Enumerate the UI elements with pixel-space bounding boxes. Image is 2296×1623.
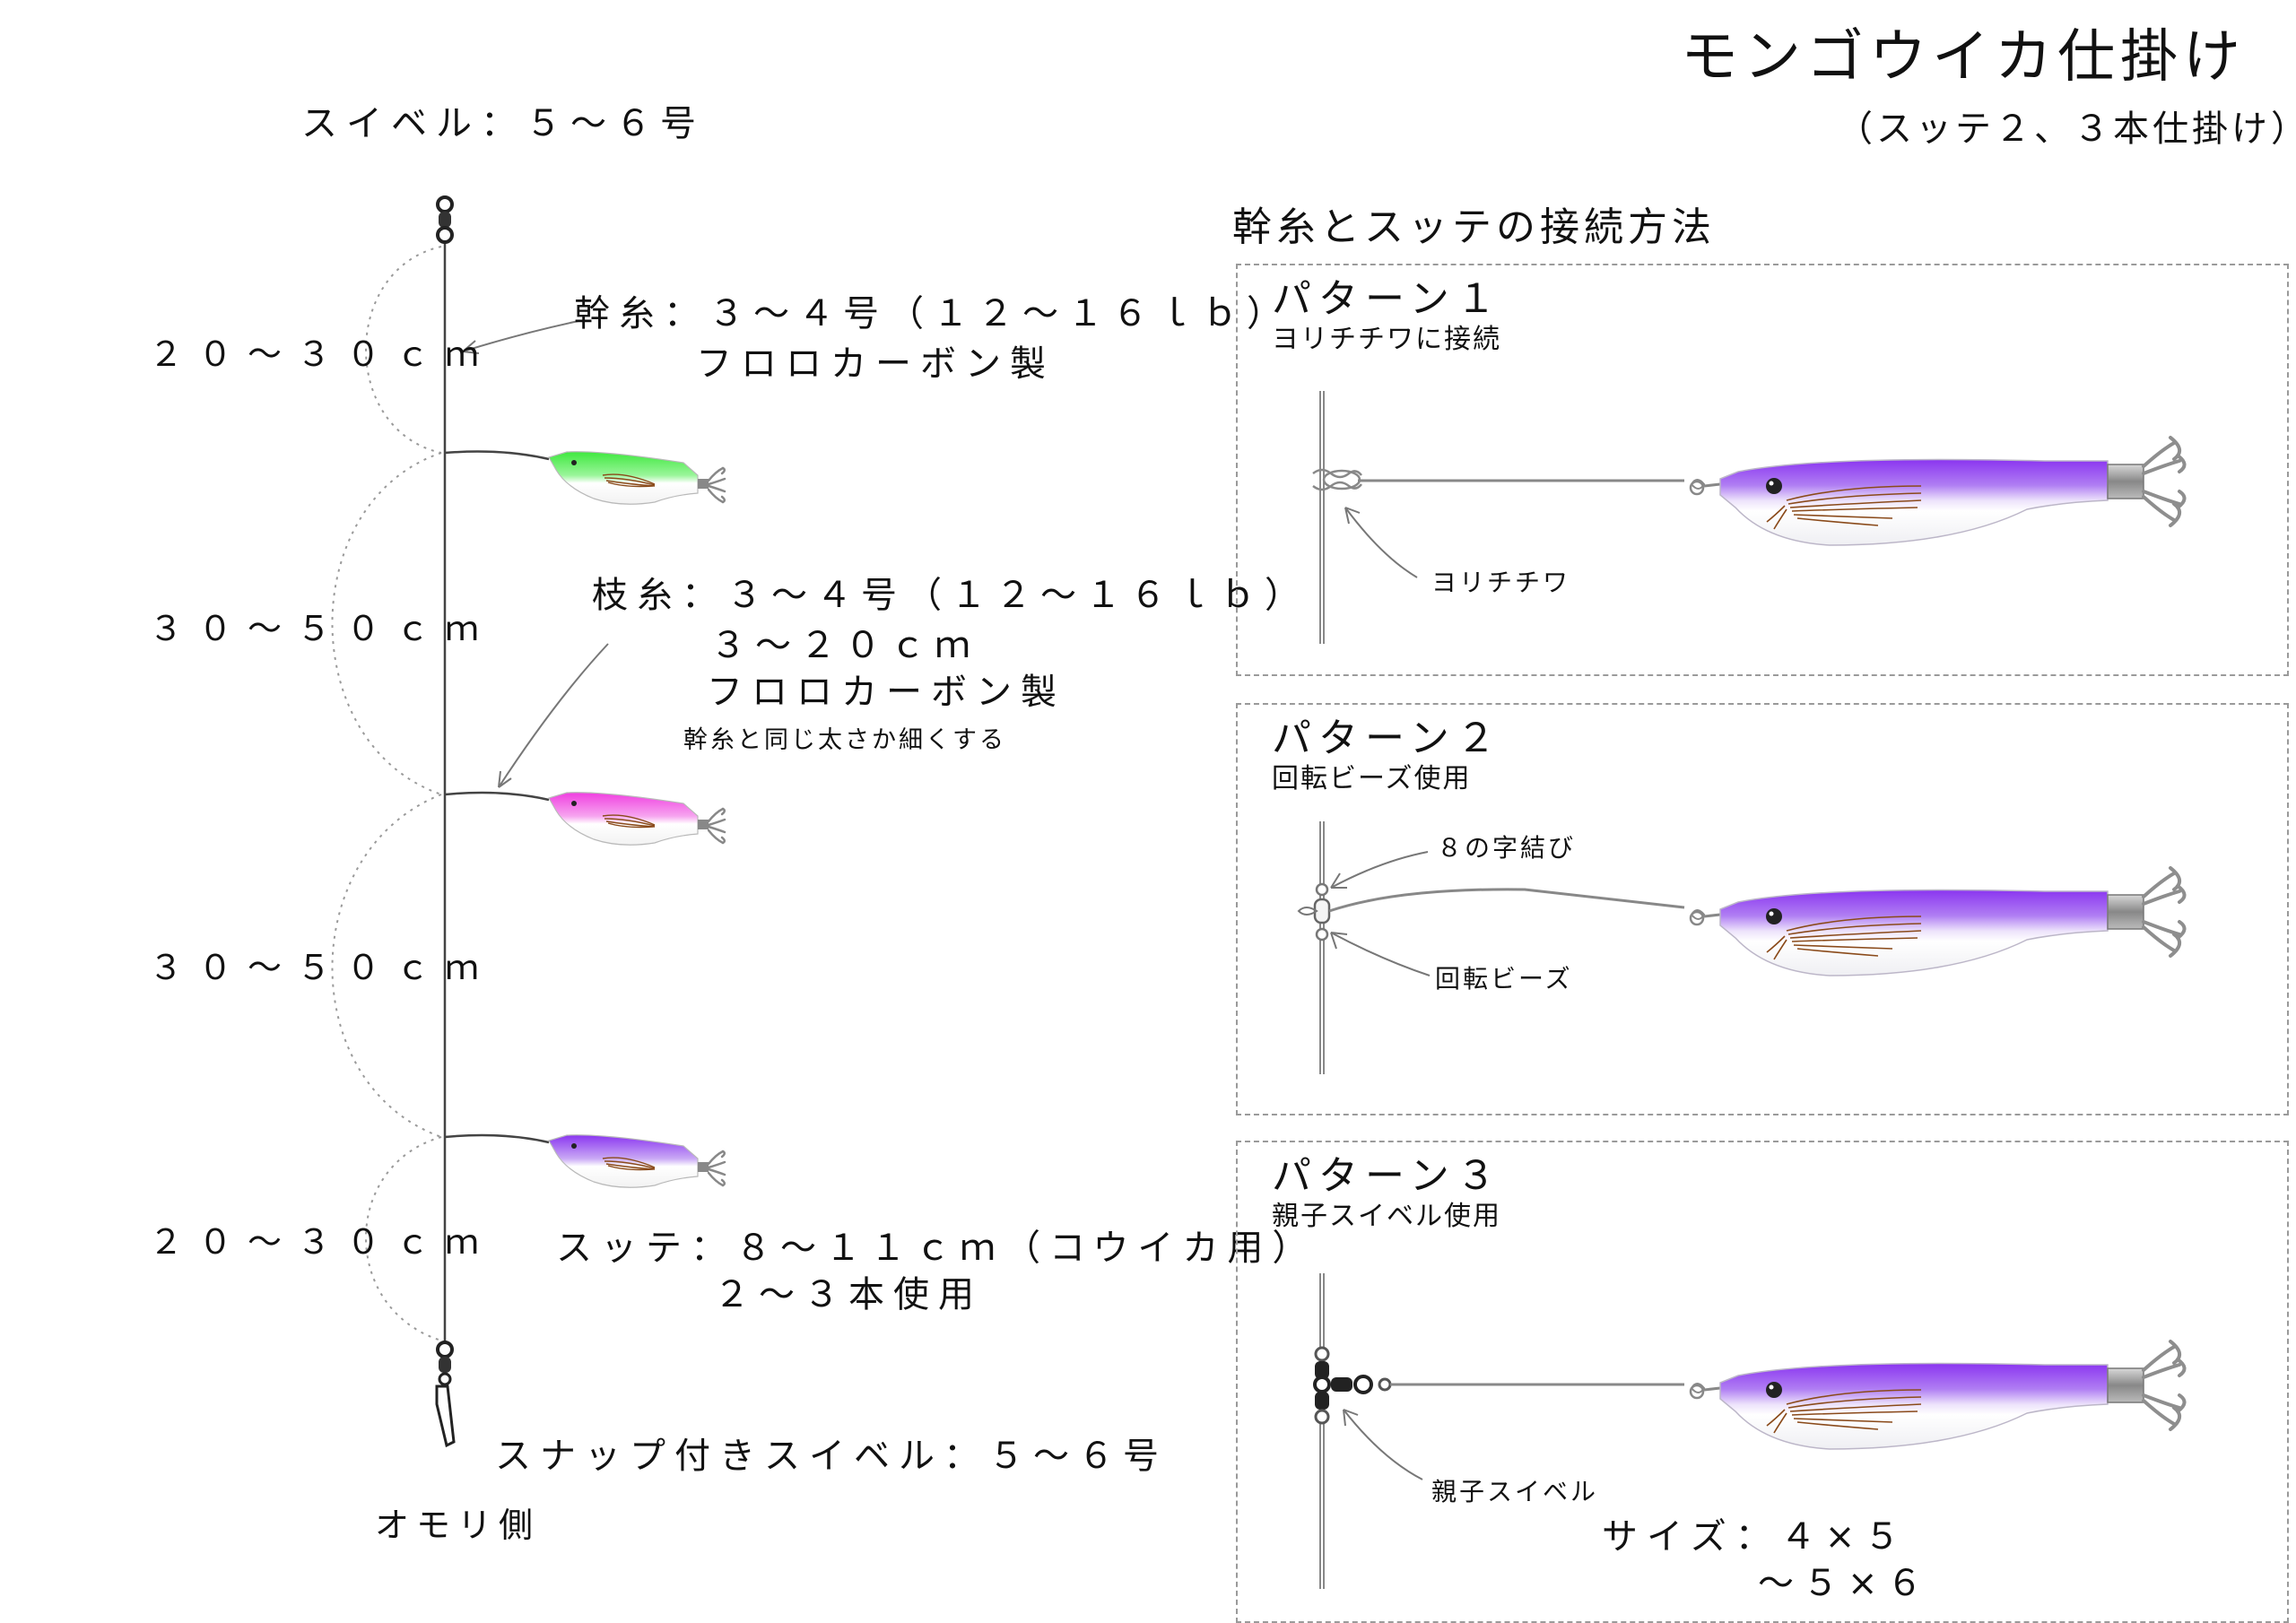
pattern-1-label-yorichichiwa: ヨリチチワ [1431,568,1571,597]
top-swivel [436,195,454,244]
leader-arrows-left [462,320,609,788]
pattern-2-label-figure8: ８の字結び [1437,833,1577,863]
pattern-3-title: パターン３ [1272,1153,1503,1199]
pattern-2-panel [1236,703,2289,1115]
pattern-1-subtitle: ヨリチチワに接続 [1272,324,1501,355]
distance-label-1: ２０～３０ｃｍ [149,334,495,374]
pattern-2-title: パターン２ [1272,716,1503,761]
pattern-3-subtitle: 親子スイベル使用 [1272,1201,1501,1232]
pattern-1-title: パターン１ [1272,276,1503,322]
pattern-2-subtitle: 回転ビーズ使用 [1272,763,1472,794]
sutte-green [548,451,726,505]
connections-heading: 幹糸とスッテの接続方法 [1232,204,1716,250]
branch-note-label: 幹糸と同じ太さか細くする [683,726,1006,754]
sutte-count-label: ２～３本使用 [714,1274,983,1315]
main-line-material-label: フロロカーボン製 [696,343,1055,385]
snap-swivel-label: スナップ付きスイベル：５～６号 [495,1436,1168,1477]
branch-lines [444,450,550,1144]
pattern-1-drawing [1312,391,2187,644]
distance-arcs [331,246,442,1341]
sutte-pink [548,792,726,846]
main-line-label: 幹糸：３～４号（１２～１６ｌｂ） [574,293,1292,334]
distance-label-3: ３０～５０ｃｍ [149,948,495,987]
branch-material-label: フロロカーボン製 [707,672,1065,713]
pattern-3-size-line2: ～５×６ [1758,1563,1932,1604]
branch-length-label: ３～２０ｃｍ [710,625,979,666]
snap-swivel [435,1341,456,1448]
branch-line-label: 枝糸：３～４号（１２～１６ｌｂ） [592,575,1309,616]
pattern-3-drawing [1313,1273,2187,1589]
top-swivel-label: スイベル：５～６号 [301,103,705,144]
distance-label-2: ３０～５０ｃｍ [149,609,495,648]
pattern-2-drawing [1297,821,2187,1074]
page-subtitle: （スッテ２、３本仕掛け） [1837,108,2296,150]
sutte-label: スッテ：８～１１ｃｍ（コウイカ用） [556,1228,1318,1269]
pattern-2-label-beads: 回転ビーズ [1435,964,1573,994]
sinker-side-label: オモリ側 [375,1506,541,1545]
pattern-3-size-line1: サイズ：４×５ [1602,1516,1909,1558]
page-title: モンゴウイカ仕掛け [1681,24,2246,91]
pattern-1-panel [1236,264,2289,676]
pattern-3-panel [1236,1141,2289,1623]
sutte-purple [548,1134,726,1188]
pattern-3-label-swivel: 親子スイベル [1431,1477,1599,1506]
distance-label-4: ２０～３０ｃｍ [149,1222,495,1262]
